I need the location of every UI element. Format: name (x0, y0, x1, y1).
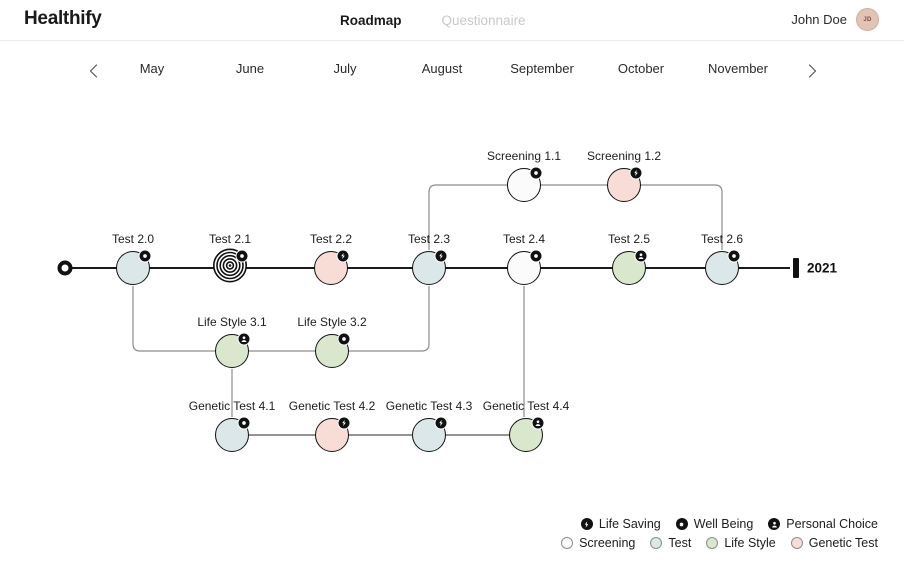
month-september[interactable]: September (510, 61, 574, 76)
life-saving-icon (434, 249, 448, 263)
node-label: Genetic Test 4.1 (188, 399, 276, 413)
node-label: Test 2.4 (502, 232, 546, 246)
node-label: Genetic Test 4.4 (482, 399, 570, 413)
legend-item-life-saving[interactable]: Life Saving (580, 517, 661, 531)
avatar[interactable]: JD (856, 8, 879, 31)
chevron-left-icon[interactable] (82, 60, 104, 82)
screening-swatch (561, 537, 574, 549)
legend-label: Test (668, 536, 692, 550)
legend-item-screening[interactable]: Screening (561, 536, 635, 550)
node-label: Genetic Test 4.3 (385, 399, 473, 413)
life-saving-icon (629, 166, 643, 180)
legend-item-genetic-test[interactable]: Genetic Test (790, 536, 878, 550)
month-june[interactable]: June (235, 61, 265, 76)
month-july[interactable]: July (333, 61, 357, 76)
tab-questionnaire[interactable]: Questionnaire (441, 13, 526, 28)
personal-choice-icon (634, 249, 648, 263)
node-label: Test 2.5 (607, 232, 651, 246)
tab-roadmap[interactable]: Roadmap (340, 13, 402, 28)
legend-item-test[interactable]: Test (650, 536, 691, 550)
legend-label: Genetic Test (808, 536, 878, 550)
node-label: Screening 1.2 (586, 149, 662, 163)
node-label: Test 2.3 (407, 232, 451, 246)
well-being-icon (529, 249, 543, 263)
node-label: Test 2.0 (111, 232, 155, 246)
well-being-icon (235, 249, 249, 263)
legend-label: Life Saving (598, 517, 661, 531)
well-being-icon (138, 249, 152, 263)
year-label: 2021 (807, 260, 838, 276)
legend-item-life-style[interactable]: Life Style (706, 536, 776, 550)
node-label: Test 2.6 (700, 232, 744, 246)
legend-label: Well Being (693, 517, 754, 531)
well-being-icon (237, 416, 251, 430)
personal-choice-icon (531, 416, 545, 430)
user-menu[interactable]: John Doe JD (791, 8, 879, 31)
start-dot (57, 260, 73, 276)
test-swatch (650, 537, 663, 549)
month-strip: May June July August September October N… (0, 60, 904, 94)
main-nav: Roadmap Questionnaire (340, 13, 526, 28)
node-label: Life Style 3.2 (297, 315, 367, 329)
month-may[interactable]: May (139, 61, 165, 76)
legend: Life Saving Well Being Personal Choice S… (561, 517, 878, 555)
month-october[interactable]: October (617, 61, 665, 76)
well-being-icon (337, 332, 351, 346)
genetic-test-swatch (790, 537, 803, 549)
legend-label: Life Style (724, 536, 776, 550)
chevron-right-icon[interactable] (801, 60, 823, 82)
legend-label: Personal Choice (786, 517, 878, 531)
timeline-end-cap (793, 258, 799, 278)
node-label: Test 2.1 (208, 232, 252, 246)
roadmap-node[interactable] (509, 418, 543, 452)
month-november[interactable]: November (708, 61, 768, 76)
well-being-icon (675, 518, 688, 530)
node-label: Life Style 3.1 (197, 315, 267, 329)
legend-categories-row: Screening Test Life Style Genetic Test (561, 536, 878, 550)
legend-label: Screening (579, 536, 636, 550)
month-august[interactable]: August (421, 61, 463, 76)
life-saving-icon (434, 416, 448, 430)
roadmap-node[interactable] (215, 418, 249, 452)
user-name: John Doe (791, 12, 847, 27)
node-label: Screening 1.1 (486, 149, 562, 163)
brand-logo: Healthify (24, 8, 102, 29)
personal-choice-icon (237, 332, 251, 346)
legend-badges-row: Life Saving Well Being Personal Choice (561, 517, 878, 531)
node-label: Genetic Test 4.2 (288, 399, 376, 413)
personal-choice-icon (768, 518, 781, 530)
node-label: Test 2.2 (309, 232, 353, 246)
well-being-icon (529, 166, 543, 180)
life-saving-icon (337, 416, 351, 430)
life-style-swatch (706, 537, 719, 549)
legend-item-well-being[interactable]: Well Being (675, 517, 754, 531)
well-being-icon (727, 249, 741, 263)
life-saving-icon (580, 518, 593, 530)
top-bar: Healthify Roadmap Questionnaire John Doe… (0, 0, 904, 41)
life-saving-icon (336, 249, 350, 263)
legend-item-personal-choice[interactable]: Personal Choice (768, 517, 878, 531)
